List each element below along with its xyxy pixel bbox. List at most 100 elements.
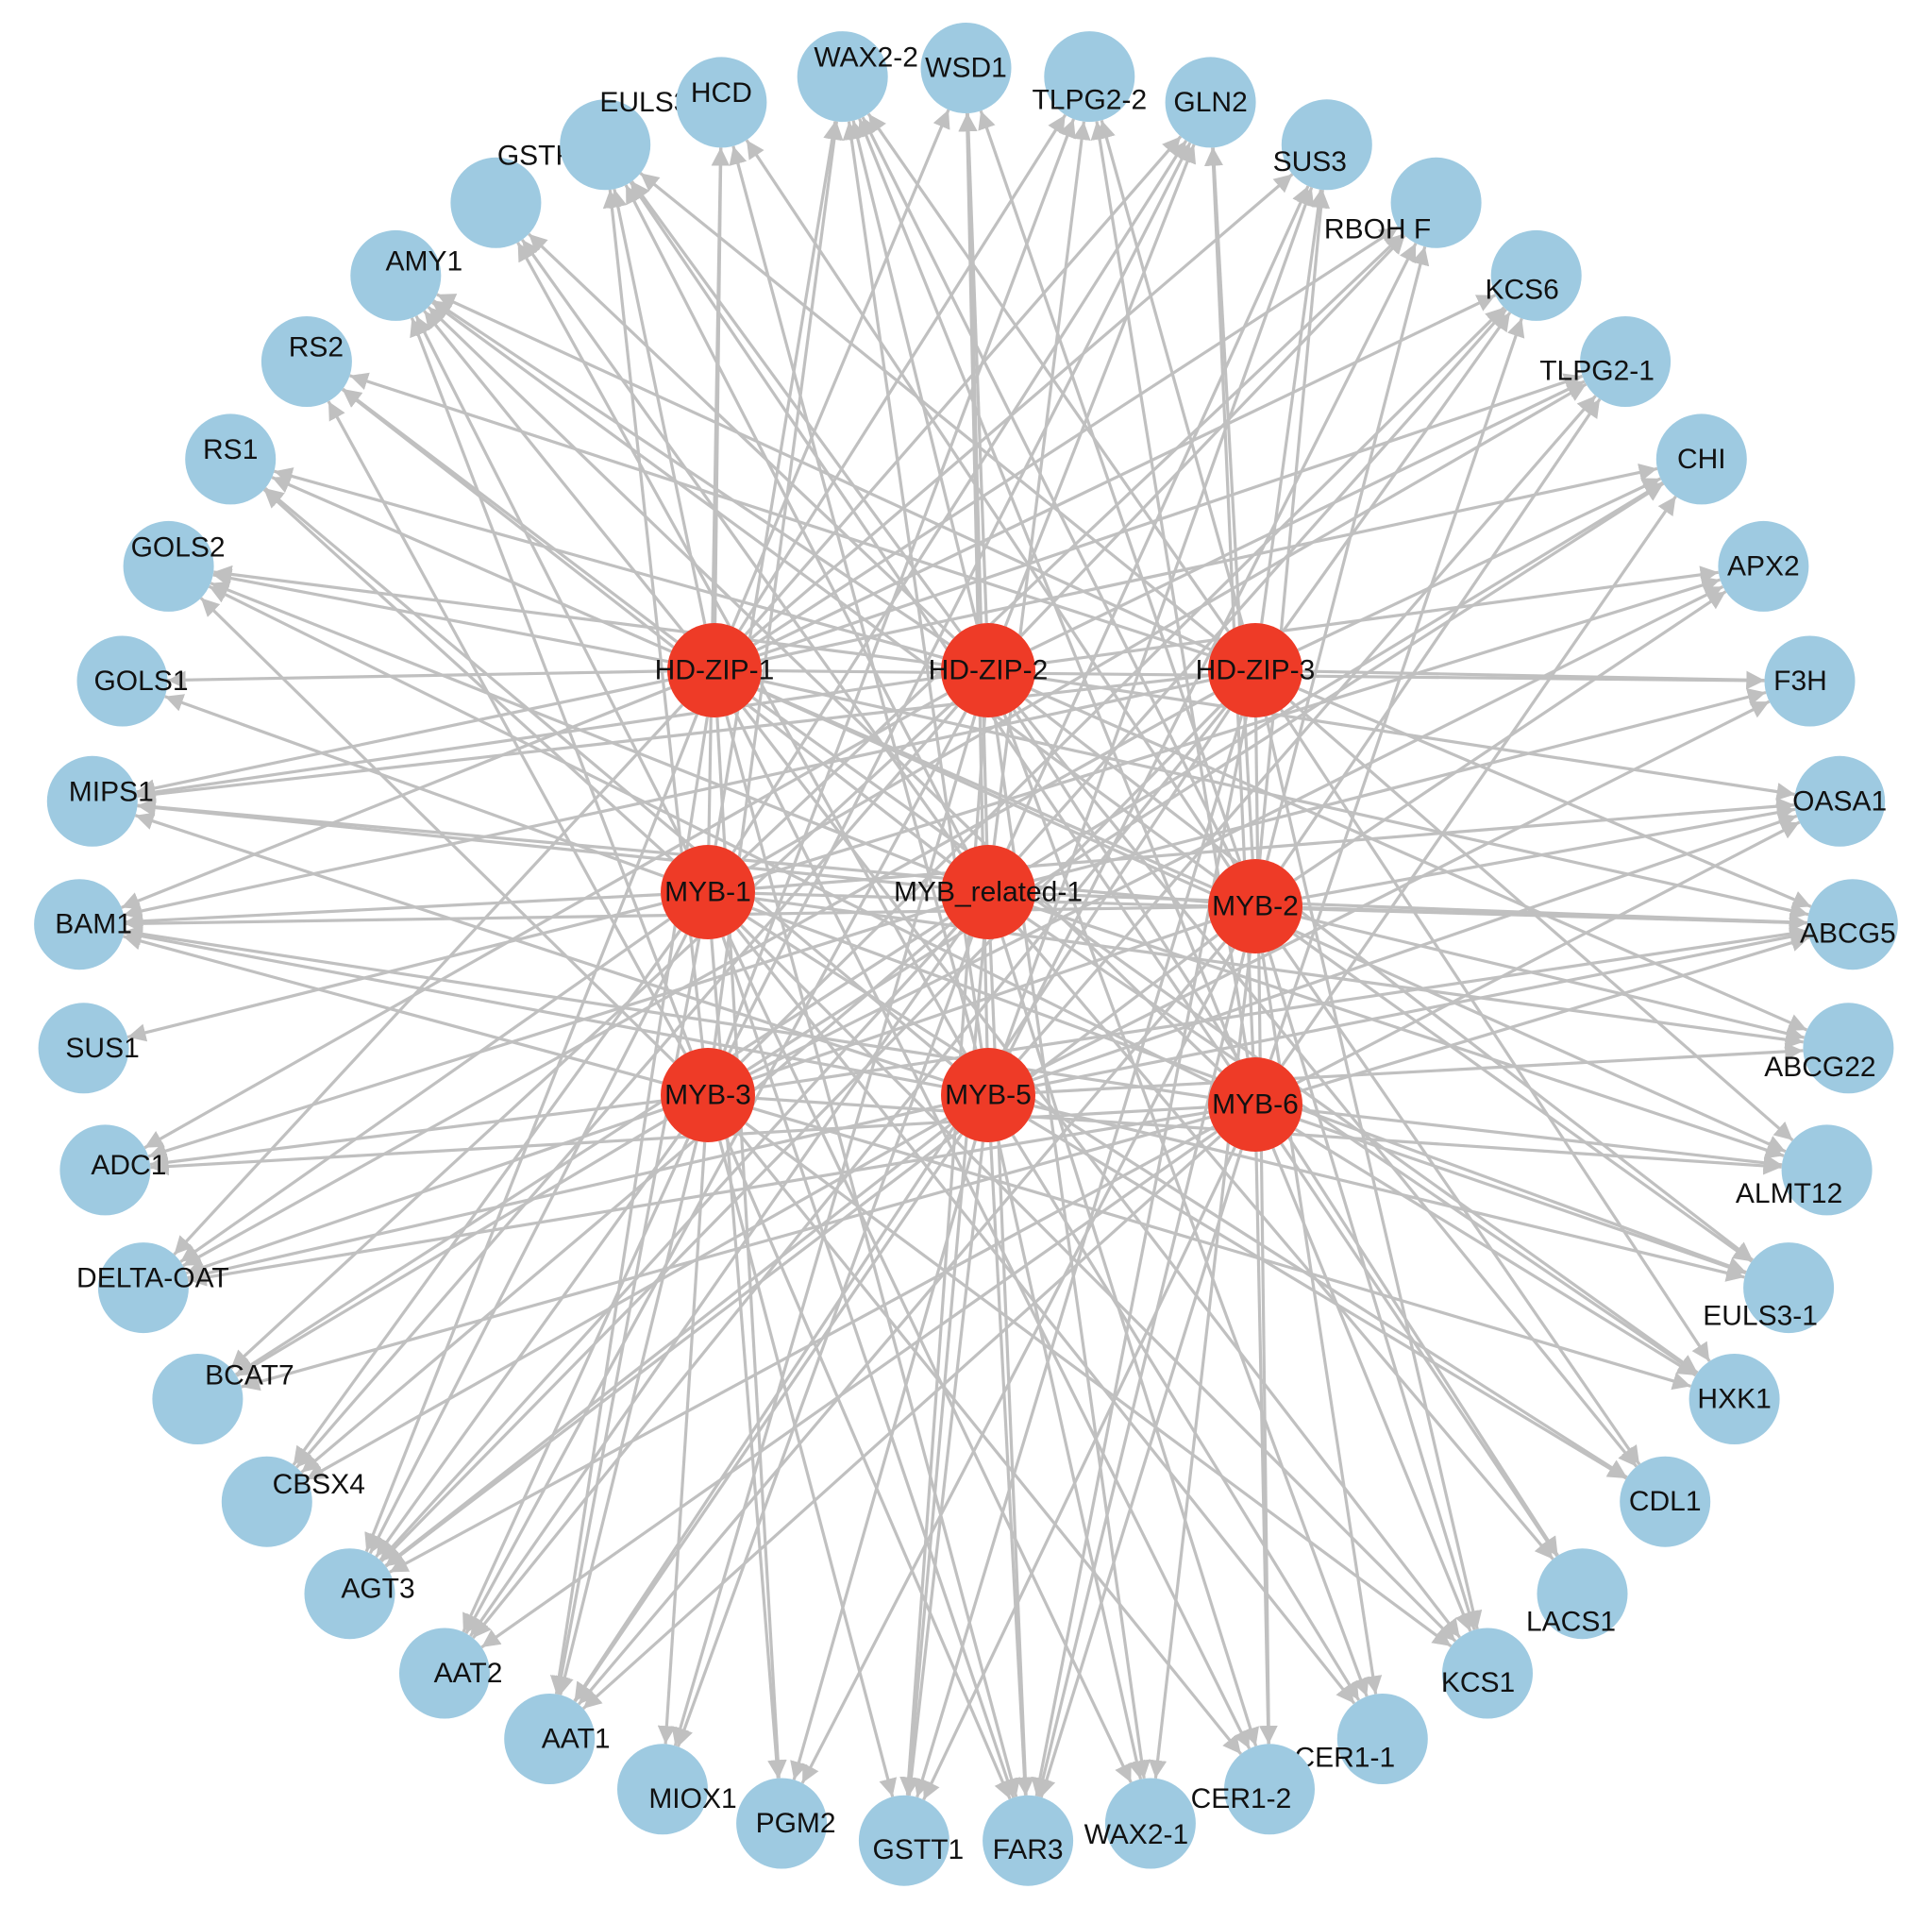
gene-node-euls3-1[interactable]: EULS3-1 <box>1703 1242 1835 1334</box>
regulator-circle[interactable] <box>667 623 762 717</box>
gene-node-abcg22[interactable]: ABCG22 <box>1764 1003 1894 1094</box>
gene-node-chi[interactable]: CHI <box>1655 413 1747 505</box>
gene-circle[interactable] <box>185 413 277 505</box>
gene-circle[interactable] <box>1620 1456 1711 1547</box>
gene-node-far3[interactable]: FAR3 <box>983 1795 1074 1886</box>
gene-node-rboh-f[interactable]: RBOH F <box>1324 157 1482 248</box>
gene-circle[interactable] <box>1442 1628 1533 1719</box>
gene-node-cer1-1[interactable]: CER1-1 <box>1294 1694 1428 1784</box>
gene-node-oasa1[interactable]: OASA1 <box>1792 755 1887 847</box>
gene-node-cer1-2[interactable]: CER1-2 <box>1191 1744 1315 1835</box>
gene-circle[interactable] <box>38 1003 129 1094</box>
gene-circle[interactable] <box>1688 1354 1780 1444</box>
gene-circle[interactable] <box>504 1694 596 1784</box>
gene-node-wax2-1[interactable]: WAX2-1 <box>1084 1778 1196 1869</box>
gene-node-adc1[interactable]: ADC1 <box>59 1124 166 1216</box>
gene-node-f3h[interactable]: F3H <box>1764 635 1856 727</box>
gene-circle[interactable] <box>34 879 126 970</box>
gene-node-mips1[interactable]: MIPS1 <box>46 755 154 847</box>
gene-node-almt12[interactable]: ALMT12 <box>1736 1124 1873 1216</box>
gene-node-bam1[interactable]: BAM1 <box>34 879 132 970</box>
gene-node-gols1[interactable]: GOLS1 <box>76 635 189 727</box>
regulator-circle[interactable] <box>661 845 755 939</box>
regulator-node-myb-2[interactable]: MYB-2 <box>1208 859 1302 953</box>
gene-circle[interactable] <box>858 1795 949 1886</box>
gene-circle[interactable] <box>76 635 168 727</box>
gene-circle[interactable] <box>1655 413 1747 505</box>
gene-circle[interactable] <box>1803 1003 1894 1094</box>
regulator-circle[interactable] <box>1208 1057 1302 1152</box>
gene-circle[interactable] <box>920 23 1012 113</box>
gene-node-tlpg2-2[interactable]: TLPG2-2 <box>1032 31 1147 123</box>
gene-circle[interactable] <box>152 1354 244 1444</box>
gene-circle[interactable] <box>399 1628 490 1719</box>
regulator-circle[interactable] <box>941 623 1035 717</box>
gene-circle[interactable] <box>450 157 542 248</box>
gene-node-delta-oat[interactable]: DELTA-OAT <box>76 1242 229 1334</box>
regulator-circle[interactable] <box>1208 623 1302 717</box>
gene-circle[interactable] <box>1580 316 1672 407</box>
regulator-circle[interactable] <box>941 1048 1035 1142</box>
gene-circle[interactable] <box>1336 1694 1428 1784</box>
gene-circle[interactable] <box>1794 755 1886 847</box>
gene-circle[interactable] <box>304 1548 395 1640</box>
gene-node-hxk1[interactable]: HXK1 <box>1688 1354 1780 1444</box>
gene-node-sus1[interactable]: SUS1 <box>38 1003 140 1094</box>
gene-circle[interactable] <box>1806 879 1898 970</box>
gene-node-agt3[interactable]: AGT3 <box>304 1548 415 1640</box>
gene-circle[interactable] <box>1490 229 1582 321</box>
regulator-node-myb-6[interactable]: MYB-6 <box>1208 1057 1302 1152</box>
regulator-node-myb-related-1[interactable]: MYB_related-1 <box>894 845 1083 939</box>
gene-circle[interactable] <box>983 1795 1074 1886</box>
gene-node-tlpg2-1[interactable]: TLPG2-1 <box>1539 316 1672 407</box>
gene-circle[interactable] <box>797 31 888 123</box>
gene-circle[interactable] <box>736 1778 828 1869</box>
regulator-circle[interactable] <box>941 845 1035 939</box>
gene-node-bcat7[interactable]: BCAT7 <box>152 1354 294 1444</box>
gene-circle[interactable] <box>1165 57 1256 148</box>
gene-circle[interactable] <box>1104 1778 1196 1869</box>
gene-circle[interactable] <box>1781 1124 1873 1216</box>
gene-node-cdl1[interactable]: CDL1 <box>1620 1456 1711 1547</box>
gene-node-abcg5[interactable]: ABCG5 <box>1800 879 1898 970</box>
regulator-node-hd-zip-1[interactable]: HD-ZIP-1 <box>655 623 775 717</box>
gene-node-gols2[interactable]: GOLS2 <box>123 520 226 612</box>
gene-circle[interactable] <box>1718 520 1809 612</box>
gene-node-apx2[interactable]: APX2 <box>1718 520 1809 612</box>
gene-node-cbsx4[interactable]: CBSX4 <box>221 1456 365 1547</box>
gene-node-kcs1[interactable]: KCS1 <box>1441 1628 1533 1719</box>
gene-circle[interactable] <box>1044 31 1135 123</box>
gene-circle[interactable] <box>350 229 442 321</box>
gene-circle[interactable] <box>1764 635 1856 727</box>
gene-circle[interactable] <box>1281 99 1372 191</box>
gene-node-rs1[interactable]: RS1 <box>185 413 277 505</box>
regulator-circle[interactable] <box>661 1048 755 1142</box>
gene-circle[interactable] <box>676 57 767 148</box>
gene-circle[interactable] <box>1537 1548 1628 1640</box>
gene-node-miox1[interactable]: MIOX1 <box>617 1744 737 1835</box>
gene-node-amy1[interactable]: AMY1 <box>350 229 462 321</box>
gene-node-pgm2[interactable]: PGM2 <box>736 1778 836 1869</box>
gene-node-rs2[interactable]: RS2 <box>260 316 352 407</box>
regulator-node-hd-zip-2[interactable]: HD-ZIP-2 <box>929 623 1049 717</box>
gene-node-kcs6[interactable]: KCS6 <box>1486 229 1582 321</box>
gene-circle[interactable] <box>59 1124 151 1216</box>
gene-circle[interactable] <box>560 99 651 191</box>
regulator-node-myb-3[interactable]: MYB-3 <box>661 1048 755 1142</box>
gene-circle[interactable] <box>1224 1744 1315 1835</box>
gene-circle[interactable] <box>260 316 352 407</box>
gene-node-hcd[interactable]: HCD <box>676 57 767 148</box>
regulator-circle[interactable] <box>1208 859 1302 953</box>
gene-circle[interactable] <box>617 1744 708 1835</box>
gene-circle[interactable] <box>1743 1242 1835 1334</box>
gene-circle[interactable] <box>46 755 138 847</box>
regulator-node-hd-zip-3[interactable]: HD-ZIP-3 <box>1196 623 1316 717</box>
gene-node-gln2[interactable]: GLN2 <box>1165 57 1256 148</box>
gene-circle[interactable] <box>1390 157 1482 248</box>
gene-node-wsd1[interactable]: WSD1 <box>920 23 1012 113</box>
gene-circle[interactable] <box>221 1456 312 1547</box>
gene-node-lacs1[interactable]: LACS1 <box>1526 1548 1628 1640</box>
gene-node-aat2[interactable]: AAT2 <box>399 1628 502 1719</box>
gene-node-aat1[interactable]: AAT1 <box>504 1694 611 1784</box>
regulator-node-myb-5[interactable]: MYB-5 <box>941 1048 1035 1142</box>
